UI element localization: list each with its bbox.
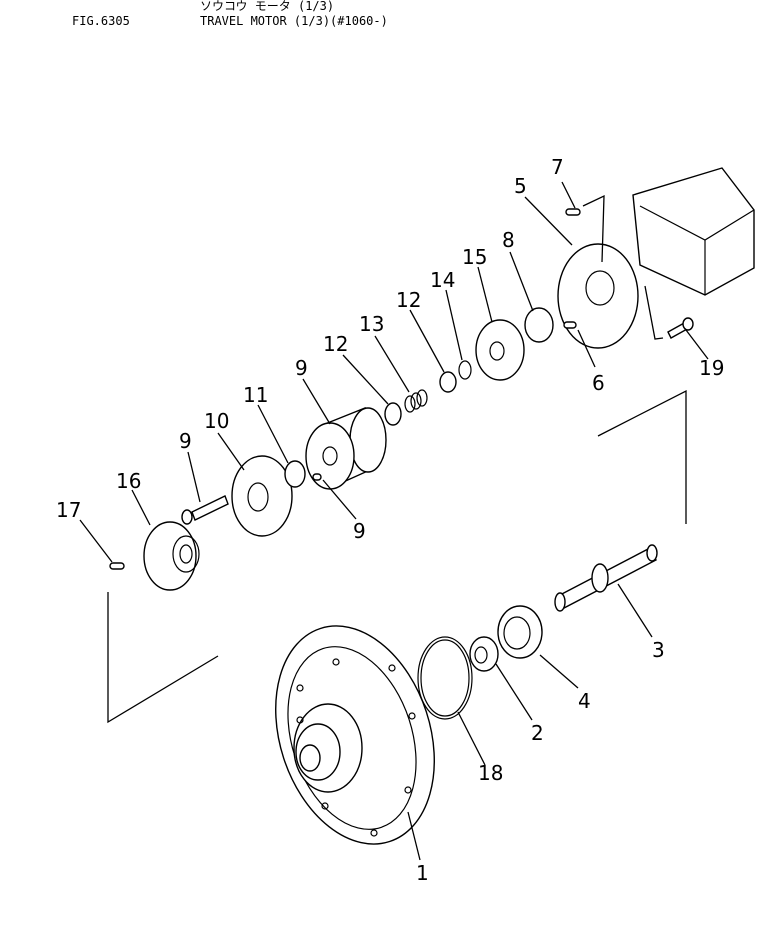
assembly-line-left (107, 592, 219, 724)
part-label-16: 16 (116, 469, 141, 493)
part-label-9a: 9 (179, 429, 192, 453)
bearing-part-8 (524, 307, 554, 343)
spring-part (404, 389, 428, 413)
part-label-7: 7 (551, 155, 564, 179)
part-label-6: 6 (592, 371, 605, 395)
cover-part (557, 243, 639, 349)
o-ring-part (417, 636, 473, 720)
pin-part-7 (565, 208, 581, 216)
part-label-12a: 12 (323, 332, 348, 356)
bearing-large-part (497, 605, 543, 659)
assembly-line-block (644, 285, 664, 340)
pin-part-9c (312, 473, 322, 481)
part-label-12b: 12 (396, 288, 421, 312)
washer-part-12a (384, 402, 402, 426)
part-label-15: 15 (462, 245, 487, 269)
washer-part-12b (439, 371, 457, 393)
housing-part (275, 625, 435, 845)
bolt-part (667, 317, 694, 339)
pin-part-17 (109, 562, 125, 570)
leader-lines (79, 181, 709, 861)
shaft-part (554, 544, 658, 612)
part-label-8: 8 (502, 228, 515, 252)
part-label-17: 17 (56, 498, 81, 522)
part-label-4: 4 (578, 689, 591, 713)
part-label-14: 14 (430, 268, 455, 292)
valve-block-part (632, 167, 755, 296)
pin-part-9a (181, 495, 229, 525)
assembly-line-right (597, 389, 687, 524)
bearing-small-part (469, 636, 499, 672)
o-ring-inner-edge (420, 639, 470, 717)
part-label-9c: 9 (353, 519, 366, 543)
part-label-18: 18 (478, 761, 503, 785)
part-label-3: 3 (652, 638, 665, 662)
part-label-9b: 9 (295, 356, 308, 380)
snap-ring-part (458, 360, 472, 380)
title-japanese: ソウコウ モータ (1/3) (200, 0, 335, 13)
part-label-11: 11 (243, 383, 268, 407)
figure-code: FIG.6305 (72, 14, 130, 28)
plate-part (143, 521, 200, 591)
part-label-2: 2 (531, 721, 544, 745)
part-label-5: 5 (514, 174, 527, 198)
assembly-line-cover (582, 194, 605, 263)
title-english: TRAVEL MOTOR (1/3)(#1060-) (200, 14, 388, 28)
bearing-part-11 (284, 460, 306, 488)
part-label-13: 13 (359, 312, 384, 336)
part-label-1: 1 (416, 861, 429, 885)
part-label-19: 19 (699, 356, 724, 380)
swash-plate-part (475, 319, 525, 381)
part-label-10: 10 (204, 409, 229, 433)
cylinder-block-part (305, 406, 387, 490)
valve-plate-part (231, 455, 293, 537)
pin-part-6 (563, 321, 577, 329)
